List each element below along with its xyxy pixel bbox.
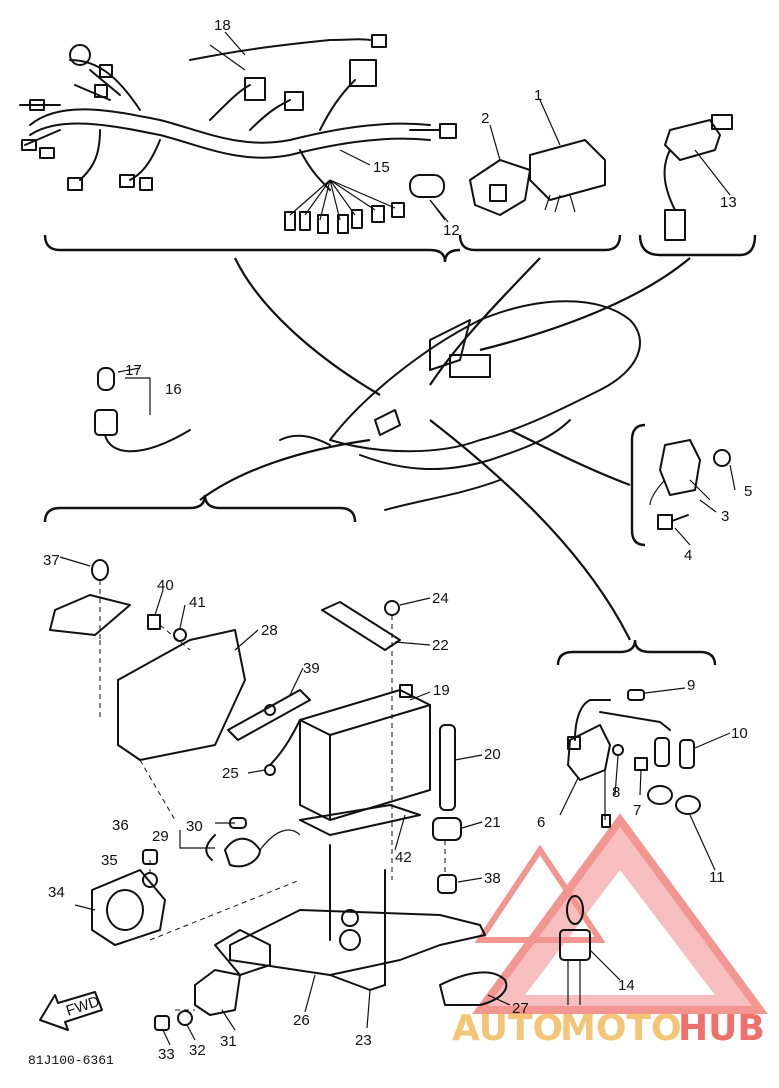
part-34-starter-relay (91, 869, 166, 946)
part-3-regulator (649, 439, 711, 506)
watermark-text-3: HUB (678, 1008, 765, 1049)
label-2: 2 (481, 110, 489, 127)
part-24-nut (384, 600, 400, 616)
label-14: 14 (618, 977, 635, 994)
top-bracket-right (638, 234, 757, 257)
part-12-connector (409, 174, 446, 221)
bracket-3-5 (630, 423, 646, 547)
label-12: 12 (443, 222, 460, 239)
label-30: 30 (186, 818, 203, 835)
part-42-pad (299, 804, 421, 836)
top-bracket-mid (458, 234, 622, 252)
label-16: 16 (165, 381, 182, 398)
bottom-bracket-right (556, 639, 717, 666)
diagram-code: 81J100-6361 (28, 1053, 114, 1068)
fwd-arrow-icon: FWD (39, 991, 103, 1031)
label-35: 35 (101, 852, 118, 869)
part-33-nut (154, 1015, 170, 1031)
watermark-text-1: AUTO (452, 1008, 563, 1049)
part-20-tube (439, 724, 456, 811)
watermark-text-2: MOTO (560, 1008, 682, 1049)
part-7-bolt (634, 757, 648, 771)
label-3: 3 (721, 508, 729, 525)
label-39: 39 (303, 660, 320, 677)
part-38-nut (437, 874, 457, 894)
bottom-bracket-left (43, 494, 357, 523)
label-24: 24 (432, 590, 449, 607)
part-19-battery (299, 684, 431, 821)
leader-lines (59, 31, 736, 1046)
label-1: 1 (534, 87, 542, 104)
part-40-41-bolt-washer (147, 614, 187, 642)
label-25: 25 (222, 765, 239, 782)
label-32: 32 (189, 1042, 206, 1059)
label-11: 11 (709, 869, 725, 886)
label-18: 18 (214, 17, 231, 34)
part-39-battery-lead (227, 689, 311, 741)
label-17: 17 (125, 362, 142, 379)
label-31: 31 (220, 1033, 237, 1050)
label-13: 13 (720, 194, 737, 211)
part-11-grommets (647, 785, 701, 815)
label-26: 26 (293, 1012, 310, 1029)
label-20: 20 (484, 746, 501, 763)
label-42: 42 (395, 849, 412, 866)
label-28: 28 (261, 622, 278, 639)
label-37: 37 (43, 552, 60, 569)
part-29-30-relay (205, 817, 301, 868)
top-bracket-left (43, 234, 461, 263)
part-22-strap (321, 601, 401, 651)
label-10: 10 (731, 725, 748, 742)
part-26-battery-tray (229, 844, 486, 976)
part-16-bulb-socket (94, 367, 191, 453)
label-40: 40 (157, 577, 174, 594)
label-27: 27 (512, 1000, 529, 1017)
bracket-lower-right (214, 929, 271, 976)
part-8-washer (612, 744, 624, 756)
label-5: 5 (744, 483, 752, 500)
part-21-damper (432, 817, 462, 841)
label-36: 36 (112, 817, 129, 834)
label-29: 29 (152, 828, 169, 845)
label-4: 4 (684, 547, 692, 564)
part-37-grommet (49, 559, 131, 636)
label-41: 41 (189, 594, 206, 611)
part-31-bracket (194, 969, 241, 1016)
label-6: 6 (537, 814, 545, 831)
label-34: 34 (48, 884, 65, 901)
part-25-wire (264, 719, 301, 776)
label-7: 7 (633, 802, 641, 819)
part-23-rod (329, 944, 386, 991)
part-14-switch (559, 895, 591, 1005)
watermark-logo (472, 813, 768, 1014)
part-27-clamp (439, 971, 508, 1006)
part-1-cdi-unit (529, 99, 606, 213)
part-2-bracket (469, 124, 531, 216)
label-19: 19 (433, 682, 450, 699)
wire-harness-15 (19, 34, 457, 234)
part-4-bolt (657, 514, 689, 530)
label-8: 8 (612, 784, 620, 801)
part-13-main-switch (663, 114, 733, 241)
snowmobile-body (199, 257, 691, 641)
part-9-terminal (627, 689, 645, 701)
watermark-text: AUTO MOTO HUB (452, 1008, 765, 1049)
label-22: 22 (432, 637, 449, 654)
assembly-lines (99, 580, 446, 1011)
part-5-nut (713, 449, 731, 467)
label-38: 38 (484, 870, 501, 887)
part-28-cover (117, 629, 246, 761)
part-labels: 1 2 3 4 5 6 7 8 9 10 11 12 13 14 15 16 1… (43, 17, 752, 1063)
label-15: 15 (373, 159, 390, 176)
label-33: 33 (158, 1046, 175, 1063)
part-6-ignition-coil (567, 699, 611, 828)
part-10-plug-caps (599, 711, 695, 769)
part-32-washer (177, 1010, 193, 1026)
label-9: 9 (687, 677, 695, 694)
label-21: 21 (484, 814, 501, 831)
label-23: 23 (355, 1032, 372, 1049)
